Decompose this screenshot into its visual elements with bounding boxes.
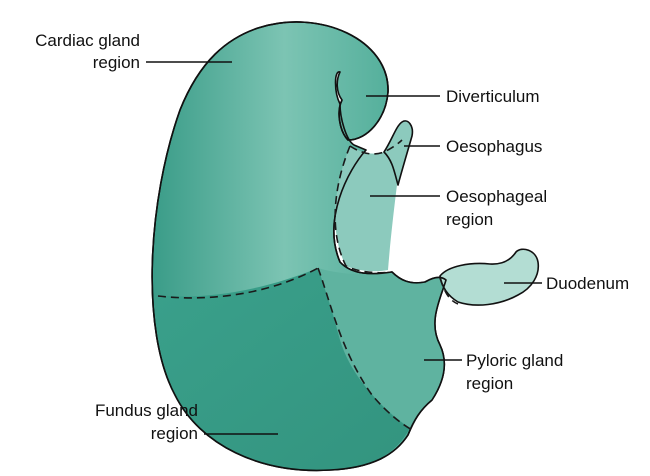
label-fundus-line1: Fundus gland xyxy=(95,401,198,420)
label-cardiac-line1: Cardiac gland xyxy=(35,31,140,50)
label-oesophagus: Oesophagus xyxy=(446,137,542,156)
label-cardiac-line2: region xyxy=(93,53,140,72)
label-duodenum: Duodenum xyxy=(546,274,629,293)
label-pyloric-line1: Pyloric gland xyxy=(466,351,563,370)
label-fundus-line2: region xyxy=(151,424,198,443)
label-oesophageal-line2: region xyxy=(446,210,493,229)
label-oesophageal-line1: Oesophageal xyxy=(446,187,547,206)
label-pyloric-line2: region xyxy=(466,374,513,393)
duodenum-shape xyxy=(440,249,538,305)
label-diverticulum: Diverticulum xyxy=(446,87,540,106)
